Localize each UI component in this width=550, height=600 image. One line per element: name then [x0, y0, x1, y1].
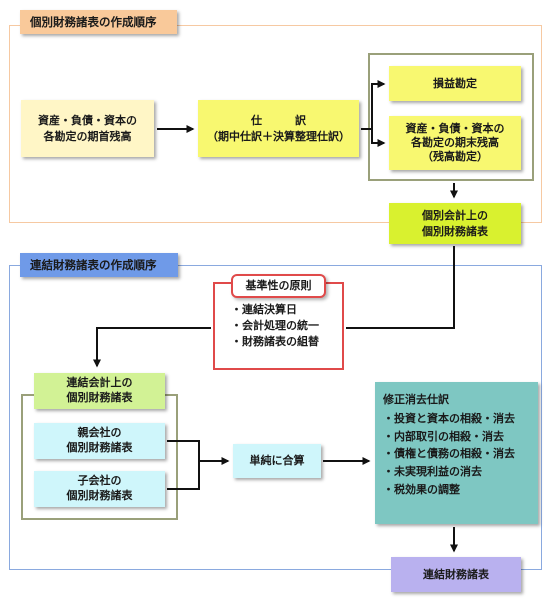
adjust-item-5: ・税効果の調整	[383, 483, 460, 497]
journal-entry-box: 仕 訳 （期中仕訳＋決算整理仕訳）	[198, 100, 359, 157]
closing-balance-box: 資産・負債・資本の 各勘定の期末残高 （残高勘定）	[389, 116, 521, 170]
principle-item-1: ・連結決算日	[231, 302, 297, 316]
profit-loss-account-box: 損益勘定	[389, 66, 521, 101]
subsidiary-company-line-1: 子会社の	[77, 474, 122, 488]
individual-section-frame	[9, 25, 542, 223]
journal-entry-title: 仕 訳	[251, 113, 306, 127]
profit-loss-account-label: 損益勘定	[433, 76, 477, 90]
subsidiary-company-box: 子会社の 個別財務諸表	[34, 471, 165, 507]
consolidated-input-title-line-1: 連結会計上の	[66, 376, 133, 390]
simple-aggregation-box: 単純に合算	[233, 444, 321, 478]
closing-balance-line-1: 資産・負債・資本の	[405, 121, 505, 135]
parent-company-line-2: 個別財務諸表	[66, 441, 133, 454]
individual-statements-result-box: 個別会計上の 個別財務諸表	[389, 203, 521, 244]
individual-section-title: 個別財務諸表の作成順序	[20, 10, 177, 34]
consolidated-input-title-line-2: 個別財務諸表	[66, 391, 133, 404]
principle-item-2: ・会計処理の統一	[231, 318, 319, 332]
adjusting-entries-title: 修正消去仕訳	[383, 393, 449, 406]
journal-entry-subtitle: （期中仕訳＋決算整理仕訳）	[207, 129, 350, 143]
closing-balance-line-2: 各勘定の期末残高	[411, 135, 499, 149]
adjusting-entries-box: 修正消去仕訳 ・投資と資本の相殺・消去 ・内部取引の相殺・消去 ・債権と債務の相…	[375, 382, 538, 524]
closing-balance-line-3: （残高勘定）	[422, 150, 488, 164]
arrow-individual-result-to-consolidated	[346, 246, 455, 329]
consolidated-input-title-box: 連結会計上の 個別財務諸表	[34, 373, 165, 409]
individual-section-title-text: 個別財務諸表の作成順序	[30, 15, 157, 29]
principle-item-3: ・財務諸表の組替	[231, 334, 319, 348]
arrow-branch-to-closing	[371, 84, 386, 147]
subsidiary-company-line-2: 個別財務諸表	[66, 489, 133, 502]
consolidated-statements-result-box: 連結財務諸表	[391, 557, 521, 592]
opening-balance-box: 資産・負債・資本の 各勘定の期首残高	[21, 100, 154, 157]
adjust-item-2: ・内部取引の相殺・消去	[383, 429, 504, 443]
adjust-item-4: ・未実現利益の消去	[383, 465, 482, 479]
individual-result-line-2: 個別財務諸表	[422, 224, 488, 238]
standards-principle-box: 基準性の原則 ・連結決算日 ・会計処理の統一 ・財務諸表の組替	[213, 274, 344, 370]
opening-balance-line-1: 資産・負債・資本の	[38, 113, 137, 127]
adjust-item-1: ・投資と資本の相殺・消去	[383, 411, 515, 425]
adjust-item-3: ・債権と債務の相殺・消去	[383, 447, 515, 461]
standards-principle-title: 基準性の原則	[231, 274, 326, 298]
parent-company-line-1: 親会社の	[77, 426, 122, 440]
consolidated-section-title-text: 連結財務諸表の作成順序	[30, 258, 157, 272]
parent-company-box: 親会社の 個別財務諸表	[34, 423, 165, 459]
individual-result-line-1: 個別会計上の	[422, 208, 488, 222]
arrow-child-to-sum	[167, 461, 200, 490]
closing-group-frame	[368, 53, 534, 181]
consolidated-section-frame	[9, 265, 542, 570]
opening-balance-line-2: 各勘定の期首残高	[43, 129, 132, 143]
consolidated-section-title: 連結財務諸表の作成順序	[20, 253, 178, 277]
arrow-branch-to-pl	[371, 80, 386, 143]
arrow-parent-to-sum	[167, 440, 200, 461]
consolidated-result-label: 連結財務諸表	[423, 567, 489, 581]
simple-aggregation-label: 単純に合算	[249, 454, 305, 468]
arrow-principle-to-input	[93, 327, 211, 368]
